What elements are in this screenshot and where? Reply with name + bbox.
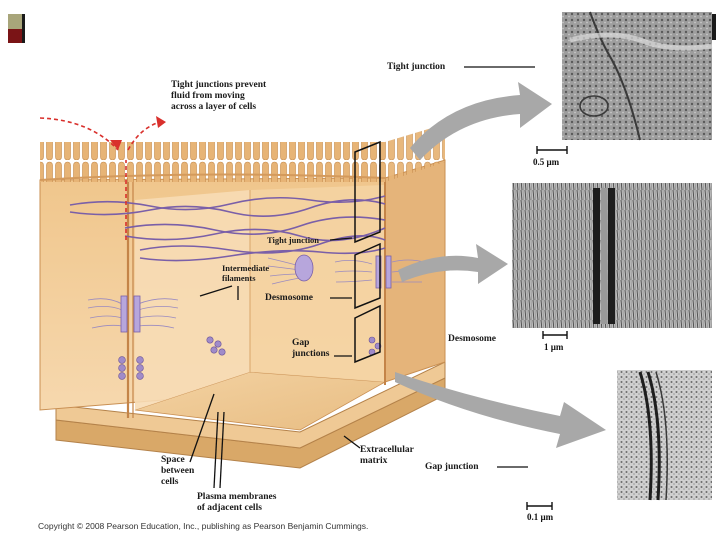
desmosome-left — [87, 295, 179, 333]
slide-corner-bar — [22, 14, 25, 43]
dashed-arrow-head-right — [156, 116, 166, 128]
desmosome-inner — [267, 254, 314, 285]
scale-label-gap: 0.1 µm — [527, 512, 554, 522]
label-desmosome-micrograph: Desmosome — [448, 334, 497, 344]
label-tight-junctions-prevent: Tight junctions prevent fluid from movin… — [171, 80, 267, 112]
intermediate-filament-network — [69, 195, 386, 262]
label-gap-junctions: Gap junctions — [292, 338, 330, 359]
scale-label-desmosome: 1 µm — [544, 342, 564, 352]
label-plasma-membranes: Plasma membranes of adjacent cells — [197, 492, 277, 513]
label-intermediate-filaments: Intermediate filaments — [222, 263, 270, 283]
label-tight-junction-micrograph: Tight junction — [387, 62, 446, 72]
label-space-between-cells: Space between cells — [161, 455, 195, 487]
scale-bars — [526, 146, 568, 510]
micrograph-gap-junction — [617, 370, 712, 501]
micrograph-tight-junction — [562, 11, 713, 141]
label-leader-lines — [189, 66, 535, 489]
slide-corner-block-bottom — [8, 29, 22, 43]
slide-corner-bar-right — [712, 14, 716, 40]
slide-corner-block-top — [8, 14, 22, 29]
label-extracellular-matrix: Extracellular matrix — [360, 445, 414, 466]
micrograph-desmosome — [512, 183, 712, 328]
label-gap-junction-micrograph: Gap junction — [425, 462, 479, 472]
gap-junction-clusters — [118, 336, 382, 380]
scale-label-tight: 0.5 µm — [533, 157, 560, 167]
label-tight-junction-inner: Tight junction — [267, 235, 320, 245]
label-desmosome-inner: Desmosome — [265, 293, 314, 303]
junction-callout-boxes — [354, 140, 381, 364]
copyright-notice: Copyright © 2008 Pearson Education, Inc.… — [38, 521, 369, 531]
dashed-arrow-head-left — [110, 140, 122, 150]
gray-callout-arrows — [395, 82, 606, 448]
fluid-blocked-arrow — [39, 117, 161, 240]
